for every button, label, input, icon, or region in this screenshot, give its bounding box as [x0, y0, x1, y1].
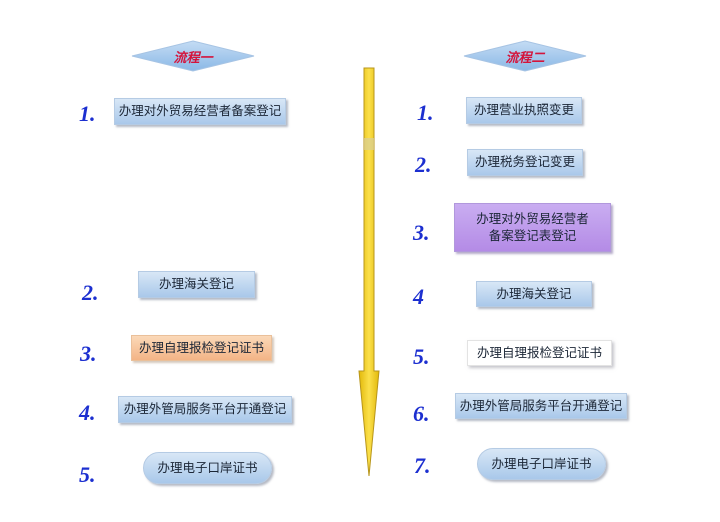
- right-step-2-box: 办理税务登记变更: [467, 149, 583, 176]
- left-step-2-number: 2.: [82, 280, 99, 305]
- right-step-3-label-line2: 备案登记表登记: [488, 228, 577, 243]
- right-step-7-number: 7.: [414, 453, 431, 478]
- flow-two-title-diamond: 流程二: [463, 40, 587, 72]
- left-step-1-box: 办理对外贸易经营者备案登记: [114, 98, 286, 125]
- left-step-4-number: 4.: [79, 400, 96, 425]
- left-step-3-number: 3.: [80, 341, 97, 366]
- left-step-4-box: 办理外管局服务平台开通登记: [118, 396, 292, 423]
- right-step-7-box: 办理电子口岸证书: [477, 448, 606, 480]
- flow-one-title: 流程一: [173, 50, 213, 66]
- right-step-1-number: 1.: [417, 100, 434, 125]
- left-step-2-box: 办理海关登记: [138, 271, 255, 298]
- left-step-1-number: 1.: [79, 101, 96, 126]
- flow-two-title: 流程二: [505, 50, 545, 66]
- right-step-4-box: 办理海关登记: [476, 281, 592, 307]
- left-step-3-box: 办理自理报检登记证书: [131, 335, 272, 361]
- right-step-5-box: 办理自理报检登记证书: [467, 340, 612, 366]
- right-step-2-number: 2.: [415, 152, 432, 177]
- right-step-4-number: 4: [413, 284, 424, 309]
- right-step-3-label-line1: 办理对外贸易经营者: [476, 211, 589, 226]
- right-step-3-box: 办理对外贸易经营者 备案登记表登记: [454, 203, 611, 252]
- diamond-shape-icon: [463, 40, 587, 72]
- right-step-6-number: 6.: [413, 401, 430, 426]
- diamond-shape-icon: [131, 40, 255, 72]
- right-step-3-number: 3.: [413, 220, 430, 245]
- right-step-1-box: 办理营业执照变更: [466, 97, 582, 124]
- right-step-6-box: 办理外管局服务平台开通登记: [455, 393, 627, 419]
- downward-arrow-icon: [358, 67, 380, 477]
- right-step-5-number: 5.: [413, 344, 430, 369]
- left-step-5-number: 5.: [79, 462, 96, 487]
- flow-one-title-diamond: 流程一: [131, 40, 255, 72]
- left-step-5-box: 办理电子口岸证书: [143, 452, 272, 484]
